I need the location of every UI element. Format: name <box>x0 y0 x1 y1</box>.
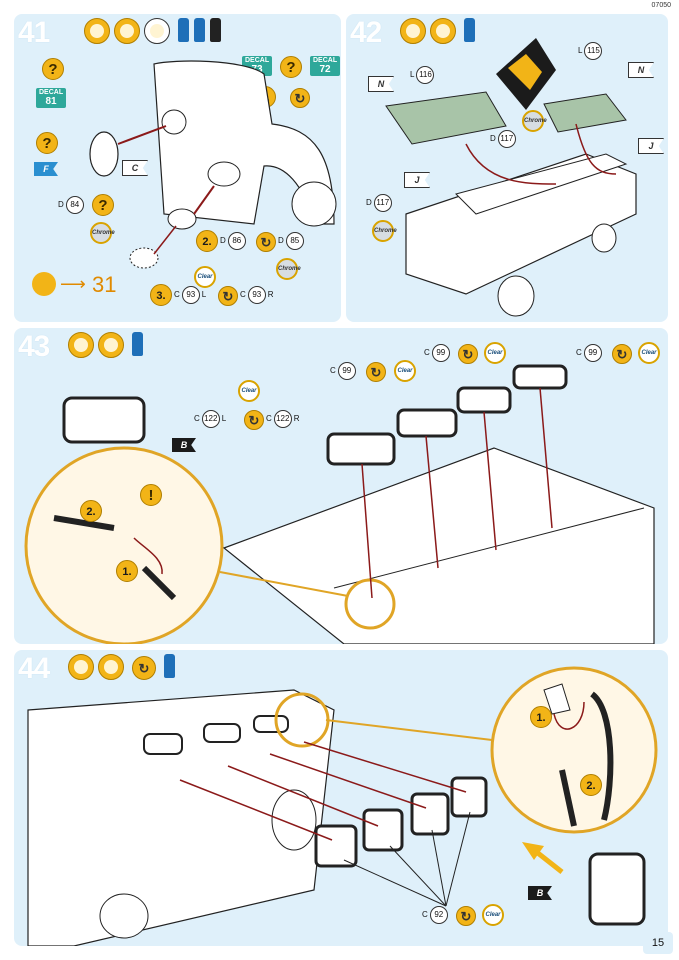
tag-b: B <box>172 438 196 452</box>
glue-icon: ↻ <box>290 88 310 108</box>
step-number: 44 <box>18 652 50 685</box>
paint-clear: Clear <box>194 266 216 288</box>
clear-glue-bottle-icon <box>164 654 175 678</box>
knife-icon <box>84 18 110 44</box>
special-glue-bottle-icon <box>464 18 475 42</box>
paint-chrome: Chrome <box>372 220 397 242</box>
paint-brush-icon <box>98 654 124 680</box>
clear-glue-bottle-icon <box>132 332 143 356</box>
step-number: 42 <box>350 16 382 49</box>
glue-icon: ↻ <box>458 344 478 364</box>
substep-1: 1. <box>530 706 552 728</box>
decal-fluid-bottle-icon <box>178 18 189 42</box>
tag-b: B <box>528 886 552 900</box>
roof-drawing <box>385 38 637 317</box>
arrow-right-icon: ⟶ <box>60 274 86 294</box>
glue-icon: ↻ <box>612 344 632 364</box>
paint-clear: Clear <box>484 342 506 364</box>
knife-icon <box>400 18 426 44</box>
paint-clear: Clear <box>238 380 260 402</box>
caution-icon: ! <box>140 484 162 506</box>
substep-2: 2. <box>80 500 102 522</box>
step-number: 43 <box>18 330 50 363</box>
question-icon: ? <box>92 194 114 216</box>
reference-step-icon <box>32 272 56 296</box>
paint-chrome: Chrome <box>276 258 301 280</box>
catalog-code: 07050 <box>651 2 671 9</box>
knife-icon <box>68 332 94 358</box>
paint-chrome: Chrome <box>90 222 115 244</box>
paint-clear: Clear <box>394 360 416 382</box>
question-icon: ? <box>280 56 302 78</box>
tag-f: F <box>34 162 58 176</box>
question-icon: ? <box>42 58 64 80</box>
glue-icon: ↻ <box>132 656 156 680</box>
paint-bottle-icon <box>210 18 221 42</box>
substep-2: 2. <box>580 774 602 796</box>
glue-icon: ↻ <box>218 286 238 306</box>
paint-clear: Clear <box>482 904 504 926</box>
decal-star-icon <box>144 18 170 44</box>
knife-icon <box>68 654 94 680</box>
tag-j: J <box>404 172 430 188</box>
reference-step-number: 31 <box>92 272 117 297</box>
glue-icon: ↻ <box>244 410 264 430</box>
glue-icon: ↻ <box>256 232 276 252</box>
page-number: 15 <box>643 932 673 954</box>
substep-1: 1. <box>116 560 138 582</box>
glue-icon: ↻ <box>366 362 386 382</box>
question-icon: ? <box>36 132 58 154</box>
paint-chrome: Chrome <box>522 110 547 132</box>
special-glue-bottle-icon <box>194 18 205 42</box>
paint-brush-icon <box>98 332 124 358</box>
side-glazing-drawing <box>27 666 658 946</box>
substep-3: 3. <box>150 284 172 306</box>
glue-icon: ↻ <box>456 906 476 926</box>
paint-brush-icon <box>430 18 456 44</box>
front-panel-drawing <box>89 60 337 269</box>
paint-clear: Clear <box>638 342 660 364</box>
paint-brush-icon <box>114 18 140 44</box>
substep-2: 2. <box>196 230 218 252</box>
step-number: 41 <box>18 16 50 49</box>
side-windows-drawing <box>24 364 655 644</box>
